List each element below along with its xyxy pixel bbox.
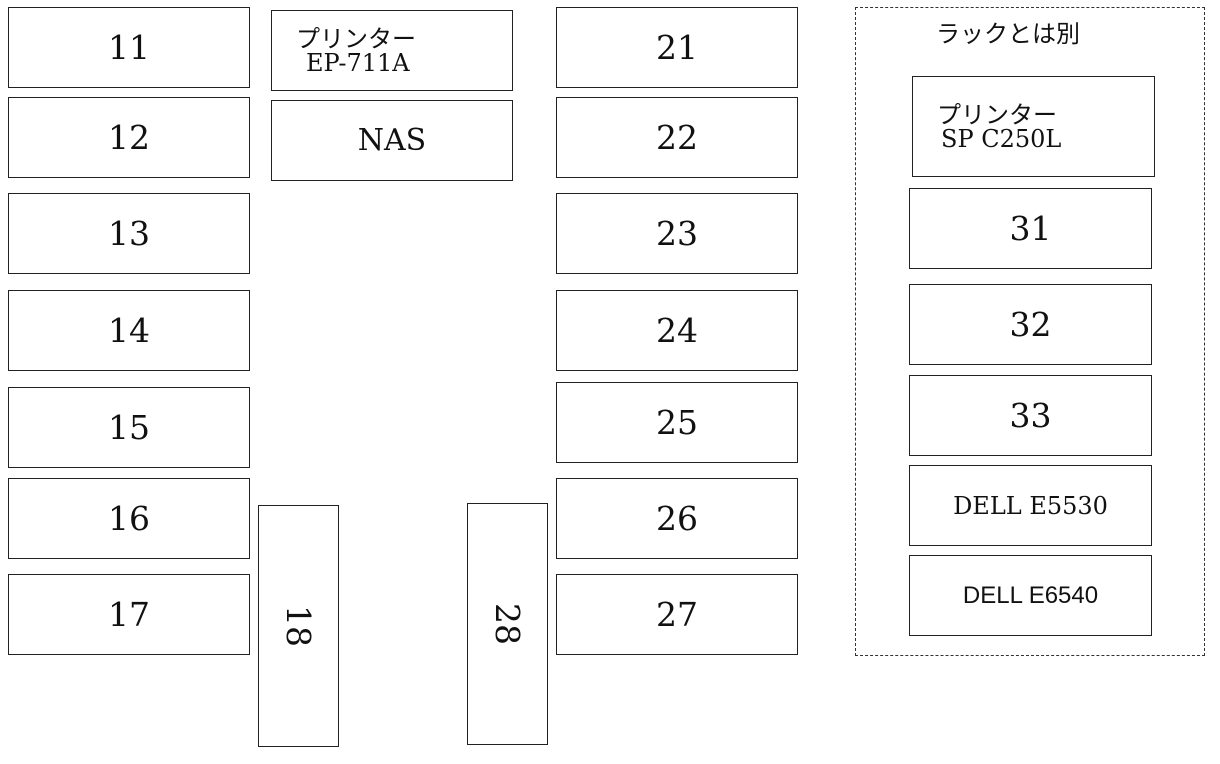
dell-e6540: DELL E6540 (909, 555, 1152, 636)
seat-11: 11 (8, 7, 250, 88)
printer-spc250l: プリンター SP C250L (912, 76, 1155, 177)
seat-18: 18 (258, 505, 339, 747)
separate-rack-title: ラックとは別 (936, 20, 1080, 48)
nas-label: NAS (357, 122, 427, 158)
seat-14: 14 (8, 290, 250, 371)
printer-label: プリンター (296, 24, 416, 53)
seat-label: 33 (1009, 396, 1052, 435)
seat-label: 21 (656, 28, 698, 67)
nas-box: NAS (271, 100, 513, 181)
printer-ep711a: プリンター EP-711A (271, 10, 513, 91)
seat-17: 17 (8, 574, 250, 655)
seat-23: 23 (556, 193, 798, 274)
seat-21: 21 (556, 7, 798, 88)
seat-label: 23 (656, 214, 698, 253)
seat-12: 12 (8, 97, 250, 178)
seat-22: 22 (556, 97, 798, 178)
seat-label: 14 (108, 311, 150, 350)
printer-label: プリンター (937, 100, 1057, 129)
seat-24: 24 (556, 290, 798, 371)
seat-28: 28 (467, 503, 548, 745)
seat-label: 22 (656, 118, 698, 157)
seat-31: 31 (909, 188, 1152, 269)
seat-25: 25 (556, 382, 798, 463)
seat-16: 16 (8, 478, 250, 559)
seat-label: 18 (279, 605, 318, 647)
separate-rack-area (855, 7, 1205, 656)
device-label: DELL E5530 (953, 491, 1108, 520)
seat-label: 12 (108, 118, 150, 157)
printer-model: SP C250L (941, 124, 1062, 153)
seat-15: 15 (8, 387, 250, 468)
seat-32: 32 (909, 284, 1152, 365)
seat-label: 28 (488, 603, 527, 645)
seat-label: 31 (1009, 209, 1052, 248)
device-label: DELL E6540 (962, 581, 1099, 609)
printer-model: EP-711A (306, 48, 410, 77)
seat-27: 27 (556, 574, 798, 655)
seat-label: 26 (656, 499, 698, 538)
seat-label: 11 (108, 28, 150, 67)
seat-label: 25 (656, 403, 698, 442)
seat-33: 33 (909, 375, 1152, 456)
seat-label: 15 (108, 408, 150, 447)
seat-26: 26 (556, 478, 798, 559)
seat-label: 17 (108, 595, 150, 634)
seat-label: 32 (1009, 305, 1052, 344)
seat-13: 13 (8, 193, 250, 274)
seat-label: 27 (656, 595, 698, 634)
seat-label: 13 (108, 214, 150, 253)
seat-label: 16 (108, 499, 150, 538)
seat-label: 24 (656, 311, 698, 350)
dell-e5530: DELL E5530 (909, 465, 1152, 546)
